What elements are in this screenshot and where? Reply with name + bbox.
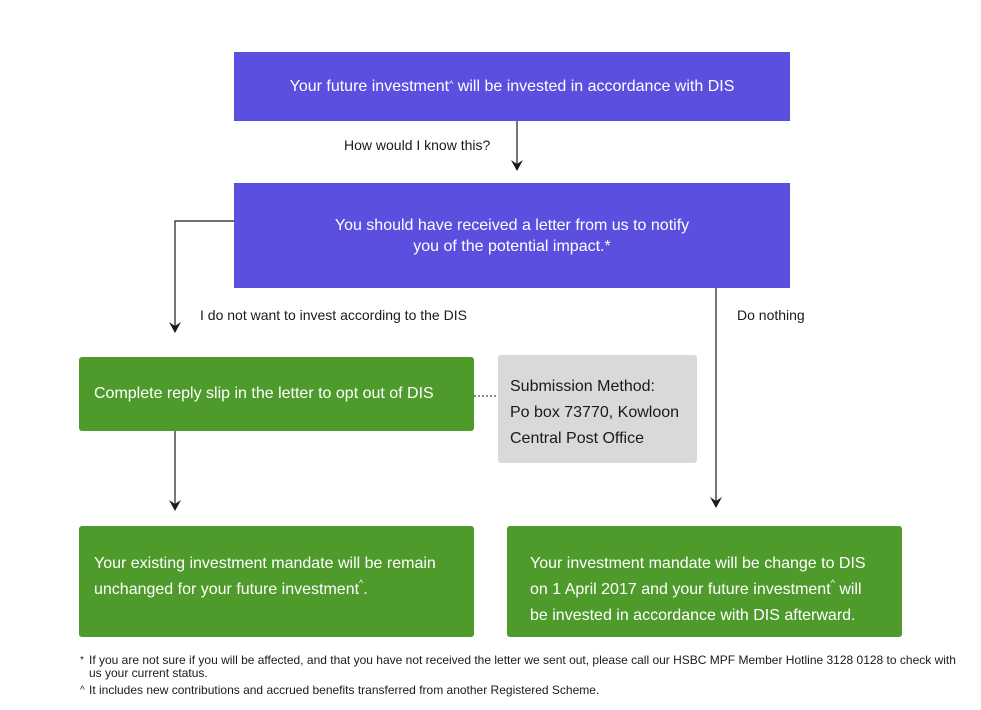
label-do-not-invest: I do not want to invest according to the… — [200, 307, 467, 323]
box-future-investment-text: Your future investment^ will be invested… — [289, 77, 735, 95]
arrowhead-letter-to-optout — [169, 322, 181, 333]
submission-address-line1: Po box 73770, Kowloon — [510, 404, 680, 421]
footnote-mark: * — [80, 655, 84, 666]
footnote-text: It includes new contributions and accrue… — [89, 683, 600, 697]
box-received-letter: You should have received a letter from u… — [234, 183, 790, 288]
submission-method-title: Submission Method: — [510, 378, 655, 395]
box-mandate-change-dis-text: Your investment mandate will be change t… — [530, 555, 866, 624]
footnote-mark: ^ — [80, 685, 85, 696]
box-reply-slip-text: Complete reply slip in the letter to opt… — [94, 385, 434, 402]
box-submission-method: Submission Method: Po box 73770, Kowloon… — [498, 355, 697, 463]
box-reply-slip: Complete reply slip in the letter to opt… — [79, 357, 474, 431]
box-received-letter-text: You should have received a letter from u… — [334, 216, 690, 255]
arrowhead-letter-to-dis — [710, 497, 722, 508]
box-mandate-unchanged-text: Your existing investment mandate will be… — [94, 555, 436, 598]
footnotes: * If you are not sure if you will be aff… — [80, 654, 960, 701]
arrowhead-optout-to-unchanged — [169, 500, 181, 511]
box-mandate-change-dis: Your investment mandate will be change t… — [507, 526, 902, 637]
submission-address-line2: Central Post Office — [510, 430, 644, 447]
footnote-asterisk: * If you are not sure if you will be aff… — [80, 654, 960, 680]
footnote-caret: ^ It includes new contributions and accr… — [80, 684, 960, 697]
footnote-text: If you are not sure if you will be affec… — [89, 653, 956, 680]
box-mandate-unchanged: Your existing investment mandate will be… — [79, 526, 474, 637]
box-future-investment: Your future investment^ will be invested… — [234, 52, 790, 121]
label-do-nothing: Do nothing — [737, 307, 805, 323]
arrow-letter-to-optout — [174, 220, 234, 332]
label-how-would-i-know: How would I know this? — [344, 137, 491, 153]
arrowhead-top-to-letter — [511, 160, 523, 171]
